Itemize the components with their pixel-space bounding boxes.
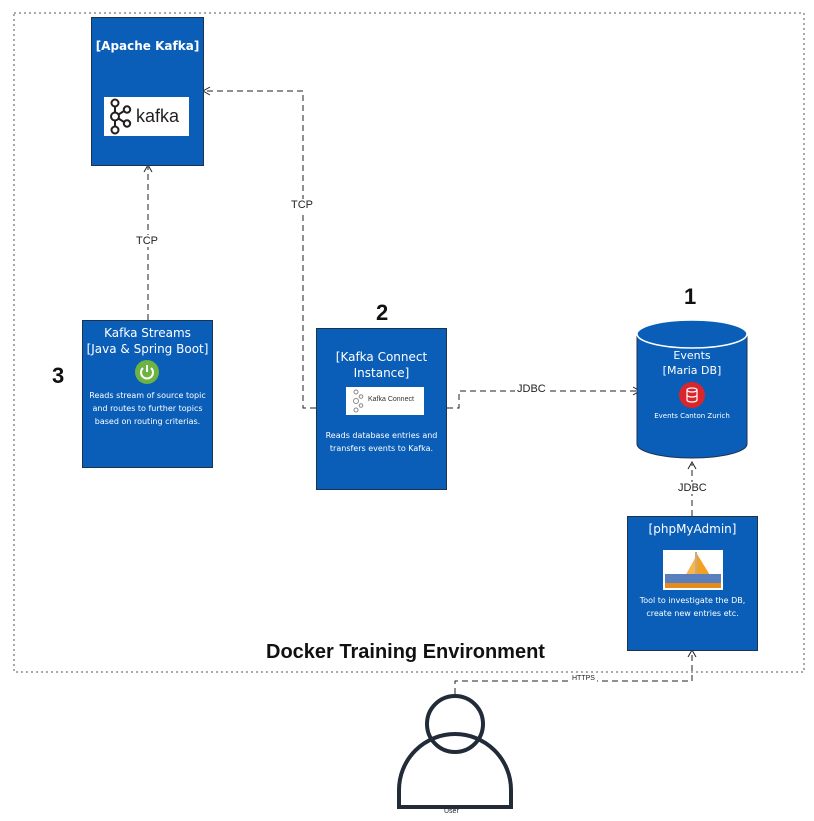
phpmyadmin-desc-line1: Tool to investigate the DB,	[639, 596, 746, 605]
connect-title-line1: [Kafka Connect	[335, 350, 428, 364]
step-number-2: 2	[376, 300, 389, 325]
arrowhead-phpmyadmin-to-db	[687, 460, 697, 470]
phpmyadmin-title: [phpMyAdmin]	[648, 522, 737, 536]
kafka-streams-box[interactable]: Kafka Streams [Java & Spring Boot] Reads…	[82, 320, 213, 468]
db-icon	[679, 382, 705, 408]
kafka-logo: kafka	[104, 97, 189, 136]
step-number-3: 3	[52, 363, 65, 388]
kafka-connect-box[interactable]: [Kafka Connect Instance] Kafka Connect R…	[316, 328, 447, 490]
database-content[interactable]: Events [Maria DB] Events Canton Zurich	[637, 348, 747, 448]
phpmyadmin-sailboat-icon	[665, 552, 721, 588]
streams-title-line2: [Java & Spring Boot]	[86, 342, 209, 356]
streams-desc-line3: based on routing criterias.	[94, 417, 201, 426]
spring-logo	[135, 360, 159, 384]
label-connect-to-db: JDBC	[515, 383, 548, 395]
streams-description: Reads stream of source topic and routes …	[83, 389, 212, 428]
edge-connect-to-kafka	[205, 90, 316, 409]
user-icon	[397, 694, 513, 809]
phpmyadmin-logo	[663, 550, 723, 590]
kafka-box[interactable]: [Apache Kafka] kafka	[91, 17, 204, 166]
connect-description: Reads database entries and transfers eve…	[317, 429, 446, 455]
phpmyadmin-box[interactable]: [phpMyAdmin] Tool to investigate the DB,…	[627, 516, 758, 651]
kafka-connect-logo: Kafka Connect	[346, 387, 424, 415]
streams-title-line1: Kafka Streams	[104, 326, 191, 340]
environment-title: Docker Training Environment	[262, 641, 549, 664]
spring-power-icon	[140, 365, 154, 380]
kafka-connect-logo-icon	[353, 389, 364, 413]
streams-desc-line2: and routes to further topics	[92, 404, 203, 413]
phpmyadmin-desc-line2: create new entries etc.	[646, 609, 739, 618]
db-title-line2: [Maria DB]	[662, 364, 722, 377]
phpmyadmin-description: Tool to investigate the DB, create new e…	[628, 594, 757, 620]
kafka-connect-logo-text: Kafka Connect	[368, 396, 414, 403]
streams-desc-line1: Reads stream of source topic	[89, 391, 206, 400]
label-phpmyadmin-to-db: JDBC	[676, 482, 709, 494]
user-label: User	[444, 808, 459, 815]
edge-connect-to-db	[447, 390, 638, 409]
label-connect-to-kafka: TCP	[289, 199, 315, 211]
label-streams-to-kafka: TCP	[134, 235, 160, 247]
kafka-logo-icon	[110, 98, 132, 135]
db-title-line1: Events	[673, 349, 711, 362]
connect-title-line2: Instance]	[353, 366, 410, 380]
db-cylinder-icon	[686, 387, 698, 403]
label-user-to-phpmyadmin: HTTPS	[570, 675, 597, 682]
step-number-1: 1	[684, 284, 697, 309]
kafka-title: [Apache Kafka]	[95, 39, 200, 53]
db-caption: Events Canton Zurich	[654, 412, 730, 420]
connect-desc-line1: Reads database entries and	[325, 431, 438, 440]
environment-boundary	[13, 12, 805, 673]
kafka-logo-text: kafka	[136, 106, 180, 126]
connect-desc-line2: transfers events to Kafka.	[329, 444, 434, 453]
